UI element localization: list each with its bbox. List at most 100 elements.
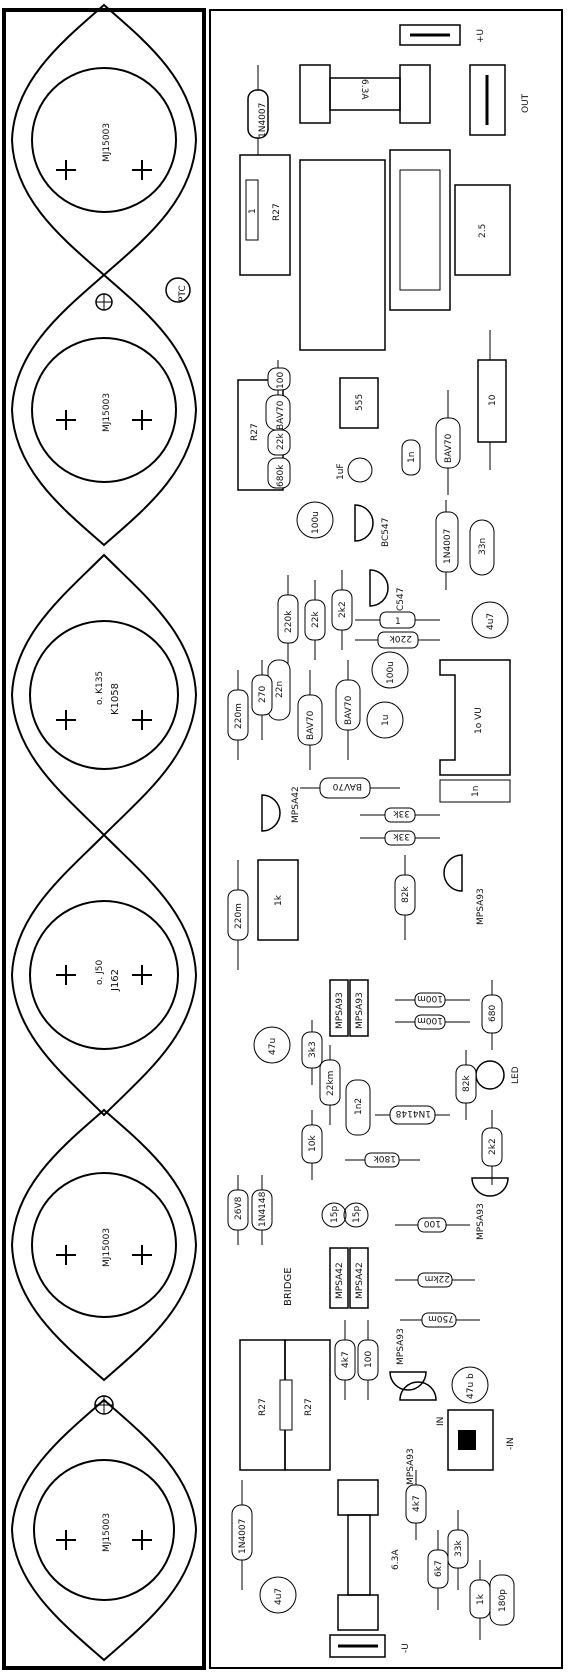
zener-26v8: 26V8: [227, 1175, 249, 1245]
svg-text:220m: 220m: [234, 903, 244, 929]
capacitor-1uf: 1uF: [336, 457, 373, 483]
svg-text:MPSA93: MPSA93: [355, 992, 365, 1029]
transistor-mpsa93-c: MPSA93: [471, 1177, 509, 1240]
svg-text:33n: 33n: [478, 538, 488, 555]
svg-text:180k: 180k: [373, 1153, 396, 1163]
svg-text:1N4148: 1N4148: [258, 1191, 268, 1227]
transistor-mpsa93-e: MPSA93: [399, 1381, 437, 1485]
svg-text:33k: 33k: [393, 808, 410, 818]
svg-text:4u7: 4u7: [274, 1588, 284, 1605]
transistor-mpsa42-mid: MPSA42: [261, 786, 301, 832]
svg-text:22k: 22k: [276, 433, 286, 450]
svg-text:100: 100: [424, 1218, 441, 1228]
resistor-100-mid: 100: [267, 360, 291, 395]
capacitor-1n-b: 1n: [439, 779, 511, 803]
svg-text:1N4007: 1N4007: [238, 1519, 248, 1554]
capacitor-100u: 100u: [296, 501, 334, 539]
svg-text:100: 100: [276, 372, 286, 389]
board-border: [209, 9, 563, 1669]
svg-text:220k: 220k: [389, 633, 412, 643]
svg-text:1k: 1k: [476, 1593, 486, 1605]
svg-text:100u: 100u: [386, 661, 396, 684]
resistor-100m-a: 100m: [395, 992, 470, 1008]
input-connector: IN -IN: [436, 1409, 516, 1471]
capacitor-47u: 47u: [253, 1026, 291, 1064]
resistor-220k-b: 220k: [355, 631, 440, 649]
svg-text:1N4007: 1N4007: [258, 103, 268, 138]
svg-text:180p: 180p: [498, 1589, 508, 1612]
svg-text:MPSA42: MPSA42: [335, 1262, 345, 1299]
svg-text:1n2: 1n2: [354, 1098, 364, 1115]
diode-bav70-a: BAV70: [265, 394, 291, 431]
svg-text:22n: 22n: [275, 681, 285, 698]
resistor-33k-bottom: 33k: [447, 1510, 469, 1590]
svg-text:1: 1: [395, 617, 401, 627]
svg-text:6.3A: 6.3A: [359, 79, 369, 100]
diode-1n4007-mid: 1N4007: [435, 500, 459, 590]
capacitor-33n: 33n: [469, 519, 495, 576]
fuse-holder-bottom: 6.3A: [337, 1479, 401, 1631]
svg-text:1N4007: 1N4007: [443, 529, 453, 564]
svg-text:BAV70: BAV70: [444, 433, 454, 463]
resistor-22km: 22km: [319, 1045, 341, 1125]
svg-text:33k: 33k: [393, 831, 410, 841]
svg-text:10k: 10k: [308, 1135, 318, 1152]
svg-text:47u: 47u: [268, 1038, 278, 1055]
transistor-5: MJ15003: [10, 1108, 198, 1382]
resistor-180k: 180k: [345, 1152, 420, 1168]
svg-text:4k7: 4k7: [412, 1495, 422, 1512]
svg-text:100m: 100m: [417, 1015, 443, 1025]
transistor-3: o. K135 K1058: [10, 553, 198, 837]
capacitor-1n: 1n: [401, 439, 421, 476]
svg-text:MPSA93: MPSA93: [396, 1328, 406, 1365]
svg-text:BAV70: BAV70: [306, 710, 316, 740]
diode-bav70-e: BAV70: [300, 777, 400, 799]
bridge-label: BRIDGE: [283, 1267, 294, 1306]
svg-text:82k: 82k: [401, 886, 411, 903]
transistor-strip-border: [2, 8, 206, 1670]
svg-text:680k: 680k: [276, 464, 286, 487]
resistor-4k7: 4k7: [334, 1320, 356, 1400]
svg-text:MPSA93: MPSA93: [335, 992, 345, 1029]
capacitor-47u-b: 47u b: [451, 1366, 489, 1404]
resistor-220k: 220k: [277, 575, 299, 670]
svg-text:-IN: -IN: [506, 1437, 516, 1450]
capacitor-100u-b: 100u: [371, 651, 409, 689]
diode-bav70-d: BAV70: [335, 660, 361, 760]
svg-text:100m: 100m: [417, 993, 443, 1003]
ptc-sensor: [165, 277, 191, 303]
diode-bav70-b: BAV70: [435, 390, 461, 495]
svg-text:2k2: 2k2: [338, 601, 348, 618]
transistor-4-label: J162: [110, 969, 121, 992]
ptc-label: PTC: [178, 285, 188, 302]
capacitor-4u7-bottom: 4u7: [259, 1576, 297, 1614]
diode-1n4007-bottom: 1N4007: [231, 1480, 253, 1590]
svg-text:1u: 1u: [381, 715, 391, 726]
r27-bottom-a-label: R27: [258, 1398, 268, 1416]
terminal-out: [469, 64, 506, 136]
resistor-1-label: 1: [248, 208, 258, 214]
capacitor-1u: 1u: [366, 701, 404, 739]
svg-text:100u: 100u: [311, 511, 321, 534]
svg-text:33k: 33k: [454, 1540, 464, 1557]
capacitor-1n2: 1n2: [345, 1079, 371, 1136]
svg-text:BAV70: BAV70: [344, 695, 354, 725]
resistor-100m-b: 100m: [395, 1014, 470, 1030]
resistor-1-mid: 1: [355, 611, 440, 629]
capacitor-block: [299, 159, 386, 351]
resistor-22k-b: 22k: [304, 580, 326, 660]
svg-text:BC547: BC547: [396, 588, 406, 617]
ic-555: 555: [339, 377, 379, 429]
svg-text:BAV70: BAV70: [332, 781, 362, 791]
diode-1n4148: 1N4148: [375, 1105, 450, 1125]
transistor-3-note: o. K135: [95, 671, 105, 705]
transistor-mpsa93-a: MPSA93: [329, 979, 349, 1037]
vu-connector: 1o VU: [439, 659, 511, 776]
terminal-plus-u: [399, 24, 461, 46]
svg-text:6.3A: 6.3A: [391, 1549, 401, 1570]
svg-text:IN: IN: [436, 1417, 446, 1426]
resistor-33k-a: 33k: [360, 807, 440, 823]
svg-text:555: 555: [355, 394, 365, 411]
svg-text:750m: 750m: [428, 1313, 454, 1323]
resistor-100-b: 100: [357, 1320, 379, 1400]
